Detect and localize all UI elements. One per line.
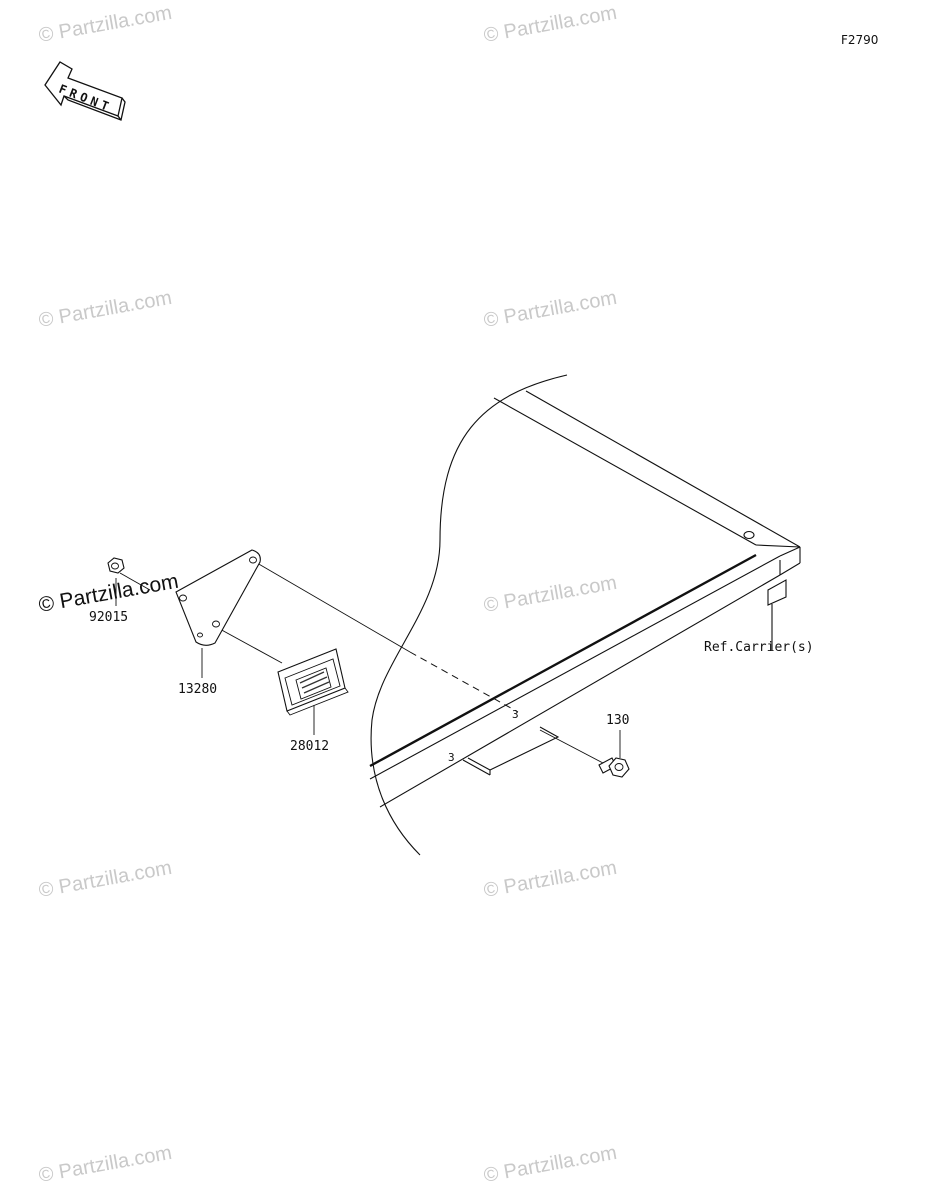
lamp-part[interactable] — [277, 648, 349, 735]
bolt-part[interactable] — [598, 730, 630, 778]
assembly-line — [409, 651, 519, 713]
diagram-code: F2790 — [841, 33, 878, 47]
watermark: © Partzilla.com — [482, 1142, 619, 1187]
hole-marker: 3 — [448, 751, 455, 764]
assembly-line — [256, 562, 411, 653]
watermark: © Partzilla.com — [37, 2, 174, 47]
carrier-bed: 3 3 — [369, 374, 801, 856]
assembly-line — [539, 729, 604, 764]
assembly-line — [119, 572, 151, 591]
watermark: © Partzilla.com — [482, 2, 619, 47]
nut-part[interactable] — [107, 557, 125, 606]
part-number-nut[interactable]: 92015 — [89, 610, 128, 625]
watermark: © Partzilla.com — [37, 287, 174, 332]
watermark: © Partzilla.com — [482, 572, 619, 617]
part-number-bolt[interactable]: 130 — [606, 713, 629, 728]
watermark: © Partzilla.com — [37, 857, 174, 902]
part-number-bracket[interactable]: 13280 — [178, 682, 217, 697]
watermark: © Partzilla.com — [37, 1142, 174, 1187]
reference-label: Ref.Carrier(s) — [704, 640, 814, 655]
watermark: © Partzilla.com — [482, 287, 619, 332]
hole-marker: 3 — [512, 708, 519, 721]
assembly-line — [217, 627, 283, 664]
bracket-part[interactable] — [175, 549, 261, 678]
front-arrow-icon: FRONT — [44, 61, 126, 121]
watermark: © Partzilla.com — [482, 857, 619, 902]
part-number-lamp[interactable]: 28012 — [290, 739, 329, 754]
